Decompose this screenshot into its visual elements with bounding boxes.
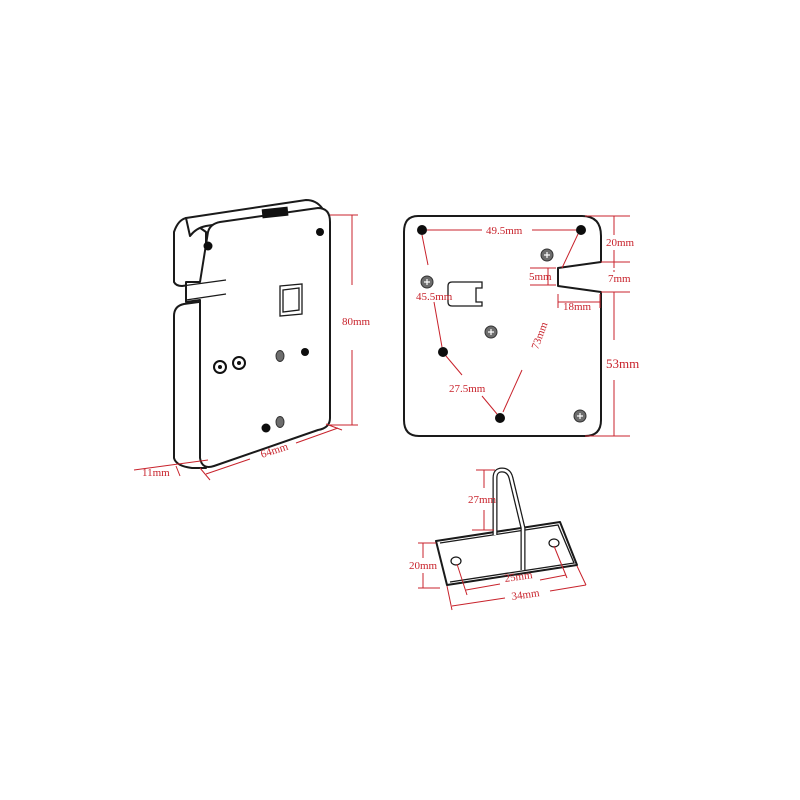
hook-height-line bbox=[472, 469, 495, 531]
lower-spacing-label: 27.5mm bbox=[449, 383, 486, 395]
slot-width-label: 7mm bbox=[608, 273, 631, 285]
height-dimension-line bbox=[330, 214, 358, 426]
plate-height-line bbox=[418, 542, 440, 589]
plate-length-line bbox=[446, 565, 587, 611]
slot-top-offset-label: 20mm bbox=[606, 237, 635, 249]
bracket-hole-icon bbox=[450, 556, 462, 566]
lock-front-face bbox=[185, 207, 331, 468]
mount-hole-icon bbox=[576, 225, 586, 235]
depth-label: 11mm bbox=[142, 467, 170, 479]
hook-height-label: 27mm bbox=[468, 494, 497, 506]
plate-height-label: 20mm bbox=[409, 560, 438, 572]
hole-spacing-line bbox=[456, 545, 568, 596]
bracket-view: 27mm 20mm 25mm 34mm bbox=[409, 467, 587, 611]
mount-hole-icon bbox=[438, 347, 448, 357]
side-tab bbox=[181, 279, 227, 301]
screw-icon bbox=[275, 350, 285, 362]
hole-spacing-label: 25mm bbox=[504, 569, 534, 585]
slot-depth-label: 18mm bbox=[563, 301, 592, 313]
left-spacing-line bbox=[421, 234, 443, 348]
screw-icon bbox=[573, 409, 587, 423]
latch-opening bbox=[261, 206, 289, 219]
mount-hole-icon bbox=[203, 241, 213, 251]
slot-depth-line bbox=[557, 294, 601, 308]
diagonal-spacing-line bbox=[502, 233, 579, 413]
slot-inner-line bbox=[530, 267, 556, 286]
mount-hole-icon bbox=[301, 348, 309, 356]
screw-icon bbox=[420, 275, 434, 289]
mount-hole-icon bbox=[495, 413, 505, 423]
lower-spacing-line bbox=[445, 355, 498, 415]
right-dimension-lines bbox=[585, 215, 630, 437]
depth-dimension-line bbox=[133, 459, 209, 477]
bracket-hole-icon bbox=[548, 538, 560, 548]
plate-length-label: 34mm bbox=[511, 587, 541, 603]
rect-window-icon bbox=[279, 283, 303, 317]
slot-bottom-offset-label: 53mm bbox=[606, 356, 639, 371]
bracket-plate-edge bbox=[439, 524, 575, 583]
ring-hole-icon bbox=[213, 360, 227, 374]
mount-hole-icon bbox=[316, 228, 324, 236]
screw-icon bbox=[540, 248, 554, 262]
slot-inner-label: 5mm bbox=[529, 271, 552, 283]
screw-icon bbox=[484, 325, 498, 339]
ring-hole-icon bbox=[232, 356, 246, 370]
mount-hole-icon bbox=[417, 225, 427, 235]
height-label: 80mm bbox=[342, 316, 371, 328]
left-spacing-label: 45.5mm bbox=[416, 291, 453, 303]
front-view: 49.5mm 45.5mm 27.5mm 73mm 20mm 7mm 53mm … bbox=[403, 215, 639, 437]
width-dimension-line bbox=[199, 423, 343, 481]
top-spacing-label: 49.5mm bbox=[486, 225, 523, 237]
mount-hole-icon bbox=[261, 423, 271, 433]
perspective-view: 80mm 64mm 11mm bbox=[133, 199, 371, 481]
screw-icon bbox=[275, 416, 285, 428]
rect-window-icon bbox=[447, 281, 483, 307]
